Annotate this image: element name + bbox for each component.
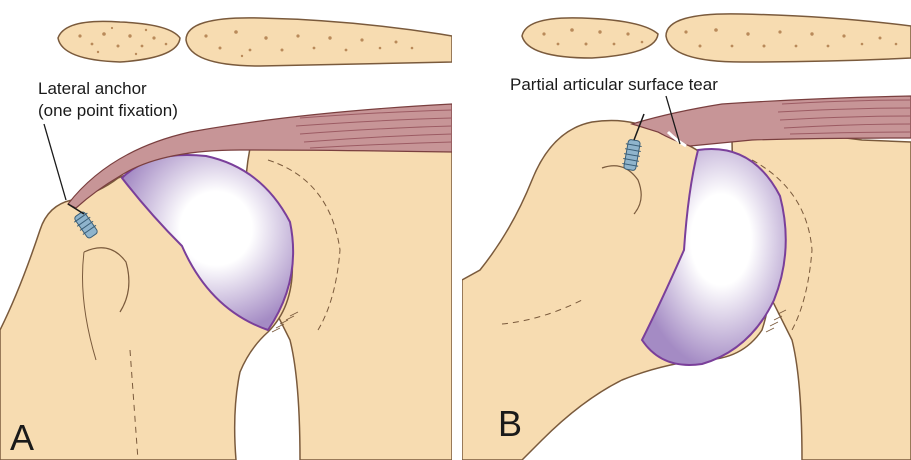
callout-lateral-anchor: Lateral anchor (one point fixation) (38, 78, 178, 122)
panel-a-illustration (0, 0, 452, 460)
callout-partial-tear: Partial articular surface tear (510, 74, 718, 96)
panel-letter-a: A (10, 420, 34, 456)
acromion-bone-left (58, 21, 180, 62)
callout-leader-a (44, 124, 66, 200)
callout-line-2: (one point fixation) (38, 100, 178, 122)
panel-letter-b: B (498, 406, 522, 442)
panel-a: Lateral anchor (one point fixation) A (0, 0, 452, 460)
panel-b: Partial articular surface tear B (462, 0, 911, 460)
callout-line-1-b: Partial articular surface tear (510, 74, 718, 96)
callout-line-1: Lateral anchor (38, 78, 178, 100)
acromion-bone-right (186, 18, 452, 66)
panel-b-illustration (462, 0, 911, 460)
acromion-bone-left-b (522, 18, 658, 58)
acromion-bone-right-b (666, 14, 911, 62)
